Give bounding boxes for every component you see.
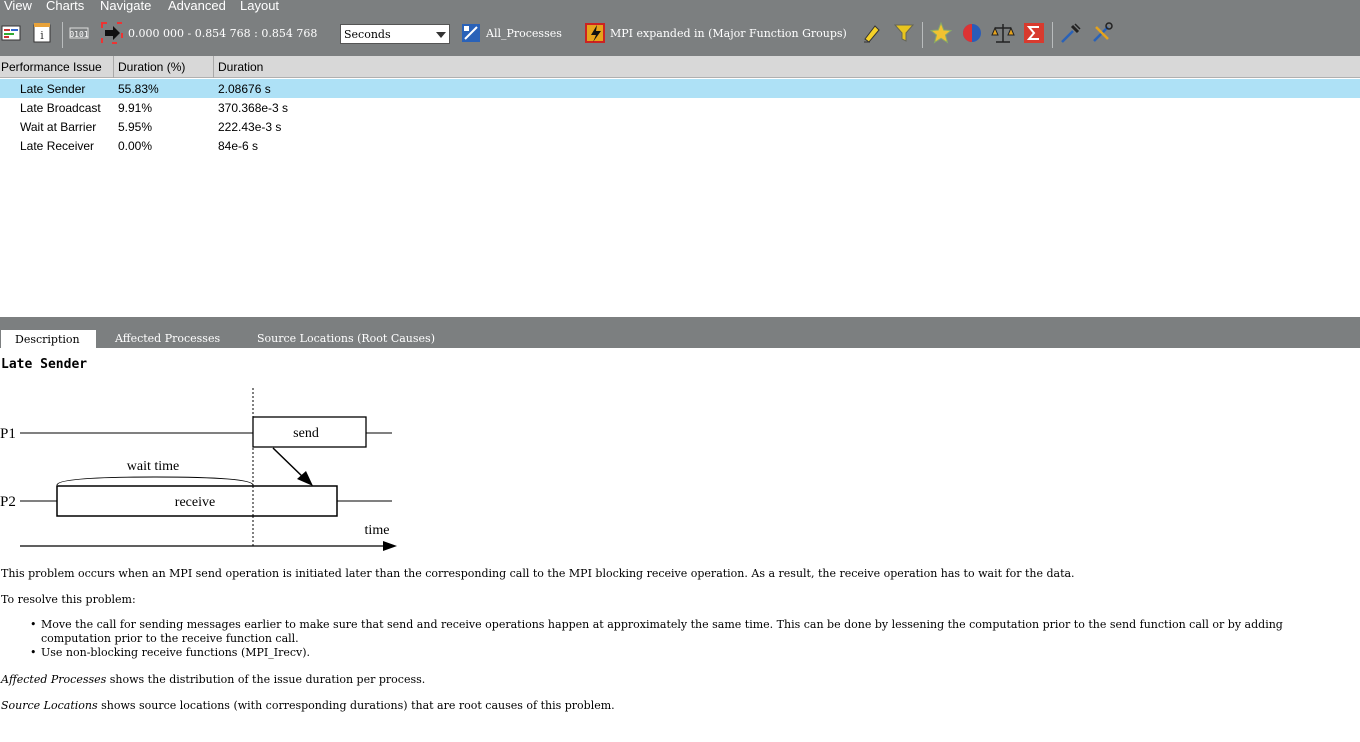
message-arrow — [272, 447, 307, 481]
time-range-label: 0.000 000 - 0.854 768 : 0.854 768 — [128, 27, 318, 40]
zoom-range-icon[interactable] — [100, 21, 124, 45]
issue-cell: Late Broadcast — [20, 101, 101, 115]
source-locations-note: Source Locations shows source locations … — [1, 699, 615, 712]
issue-cell: Late Sender — [20, 82, 86, 96]
table-row[interactable]: Wait at Barrier 5.95% 222.43e-3 s — [0, 117, 1360, 136]
tab-description[interactable]: Description — [1, 330, 96, 348]
description-title: Late Sender — [1, 357, 88, 372]
table-row[interactable]: Late Sender 55.83% 2.08676 s — [0, 79, 1360, 98]
time-axis-arrowhead — [383, 541, 397, 551]
timeline-icon[interactable] — [0, 21, 24, 45]
balance-icon[interactable] — [991, 21, 1015, 45]
menu-advanced[interactable]: Advanced — [168, 0, 226, 13]
list-item-text: computation prior to the receive functio… — [41, 632, 299, 645]
time-unit-value: Seconds — [344, 28, 391, 41]
pct-cell: 55.83% — [118, 82, 159, 96]
affected-processes-note: Affected Processes shows the distributio… — [1, 673, 425, 686]
duration-cell: 84e-6 s — [218, 139, 259, 153]
col-header-duration[interactable]: Duration — [218, 60, 264, 74]
menu-bar: View Charts Navigate Advanced Layout — [0, 0, 1360, 14]
send-box — [252, 416, 367, 448]
toolbar-separator — [1052, 22, 1053, 48]
svg-text:0101: 0101 — [69, 30, 88, 39]
menu-view[interactable]: View — [4, 0, 32, 13]
affected-processes-link: Affected Processes — [1, 673, 107, 686]
tab-description-label: Description — [15, 333, 80, 346]
note-text: shows source locations (with correspondi… — [97, 699, 615, 712]
duration-cell: 2.08676 s — [218, 82, 271, 96]
resolve-heading: To resolve this problem: — [1, 593, 136, 606]
filter-icon[interactable] — [892, 21, 916, 45]
toolbar-separator — [62, 22, 63, 48]
issue-cell: Late Receiver — [20, 139, 95, 153]
p1-label: P1 — [0, 426, 16, 442]
process-group-label[interactable]: All_Processes — [486, 27, 562, 40]
info-icon[interactable]: i — [30, 21, 54, 45]
list-item: Use non-blocking receive functions (MPI_… — [28, 646, 1353, 660]
highlight-icon[interactable] — [860, 21, 884, 45]
binary-icon[interactable]: 0101 — [67, 21, 91, 45]
description-paragraph: This problem occurs when an MPI send ope… — [1, 567, 1075, 580]
probe-icon[interactable] — [1059, 21, 1083, 45]
tab-affected-processes[interactable]: Affected Processes — [115, 332, 221, 345]
source-locations-link: Source Locations — [1, 699, 98, 712]
col-header-pct[interactable]: Duration (%) — [118, 60, 186, 74]
process-filter-icon[interactable] — [459, 21, 483, 45]
send-label: send — [293, 426, 319, 441]
p2-label: P2 — [0, 494, 16, 510]
list-item-text: Move the call for sending messages earli… — [41, 618, 1283, 631]
duration-cell: 370.368e-3 s — [218, 101, 289, 115]
details-tab-bar: Description Affected Processes Source Lo… — [0, 317, 1360, 348]
pct-cell: 0.00% — [118, 139, 153, 153]
time-label: time — [365, 523, 390, 538]
wait-time-brace — [56, 476, 254, 486]
function-group-icon[interactable] — [583, 21, 607, 45]
function-group-label[interactable]: MPI expanded in (Major Function Groups) — [610, 27, 847, 40]
column-divider[interactable] — [213, 56, 214, 78]
toolbar-separator — [922, 22, 923, 48]
receive-label: receive — [175, 495, 215, 510]
pct-cell: 9.91% — [118, 101, 153, 115]
toolbar: i 0101 0.000 000 - 0.854 768 : 0.854 768… — [0, 14, 1360, 56]
pct-cell: 5.95% — [118, 120, 153, 134]
receive-box — [56, 485, 338, 517]
column-divider[interactable] — [113, 56, 114, 78]
list-item: Move the call for sending messages earli… — [28, 618, 1353, 646]
message-arrowhead — [297, 471, 313, 486]
menu-navigate[interactable]: Navigate — [100, 0, 152, 13]
note-text: shows the distribution of the issue dura… — [106, 673, 426, 686]
wait-time-label: wait time — [127, 459, 180, 474]
star-icon[interactable] — [929, 21, 953, 45]
chevron-down-icon — [436, 32, 446, 38]
time-unit-select[interactable]: Seconds — [340, 24, 450, 44]
compare-icon[interactable] — [960, 21, 984, 45]
resolution-list: Move the call for sending messages earli… — [28, 618, 1353, 660]
table-header: Performance Issue Duration (%) Duration — [0, 56, 1360, 78]
sum-icon[interactable] — [1022, 21, 1046, 45]
tools-icon[interactable] — [1090, 21, 1114, 45]
svg-text:i: i — [40, 29, 44, 42]
issue-cell: Wait at Barrier — [20, 120, 97, 134]
list-item-text: Use non-blocking receive functions (MPI_… — [41, 646, 311, 659]
tab-source-locations[interactable]: Source Locations (Root Causes) — [257, 332, 435, 345]
col-header-issue[interactable]: Performance Issue — [1, 60, 102, 74]
duration-cell: 222.43e-3 s — [218, 120, 282, 134]
table-row[interactable]: Late Receiver 0.00% 84e-6 s — [0, 136, 1360, 155]
menu-charts[interactable]: Charts — [46, 0, 85, 13]
table-row[interactable]: Late Broadcast 9.91% 370.368e-3 s — [0, 98, 1360, 117]
menu-layout[interactable]: Layout — [240, 0, 280, 13]
late-sender-diagram: send P1 wait time receive P2 time — [0, 388, 397, 551]
